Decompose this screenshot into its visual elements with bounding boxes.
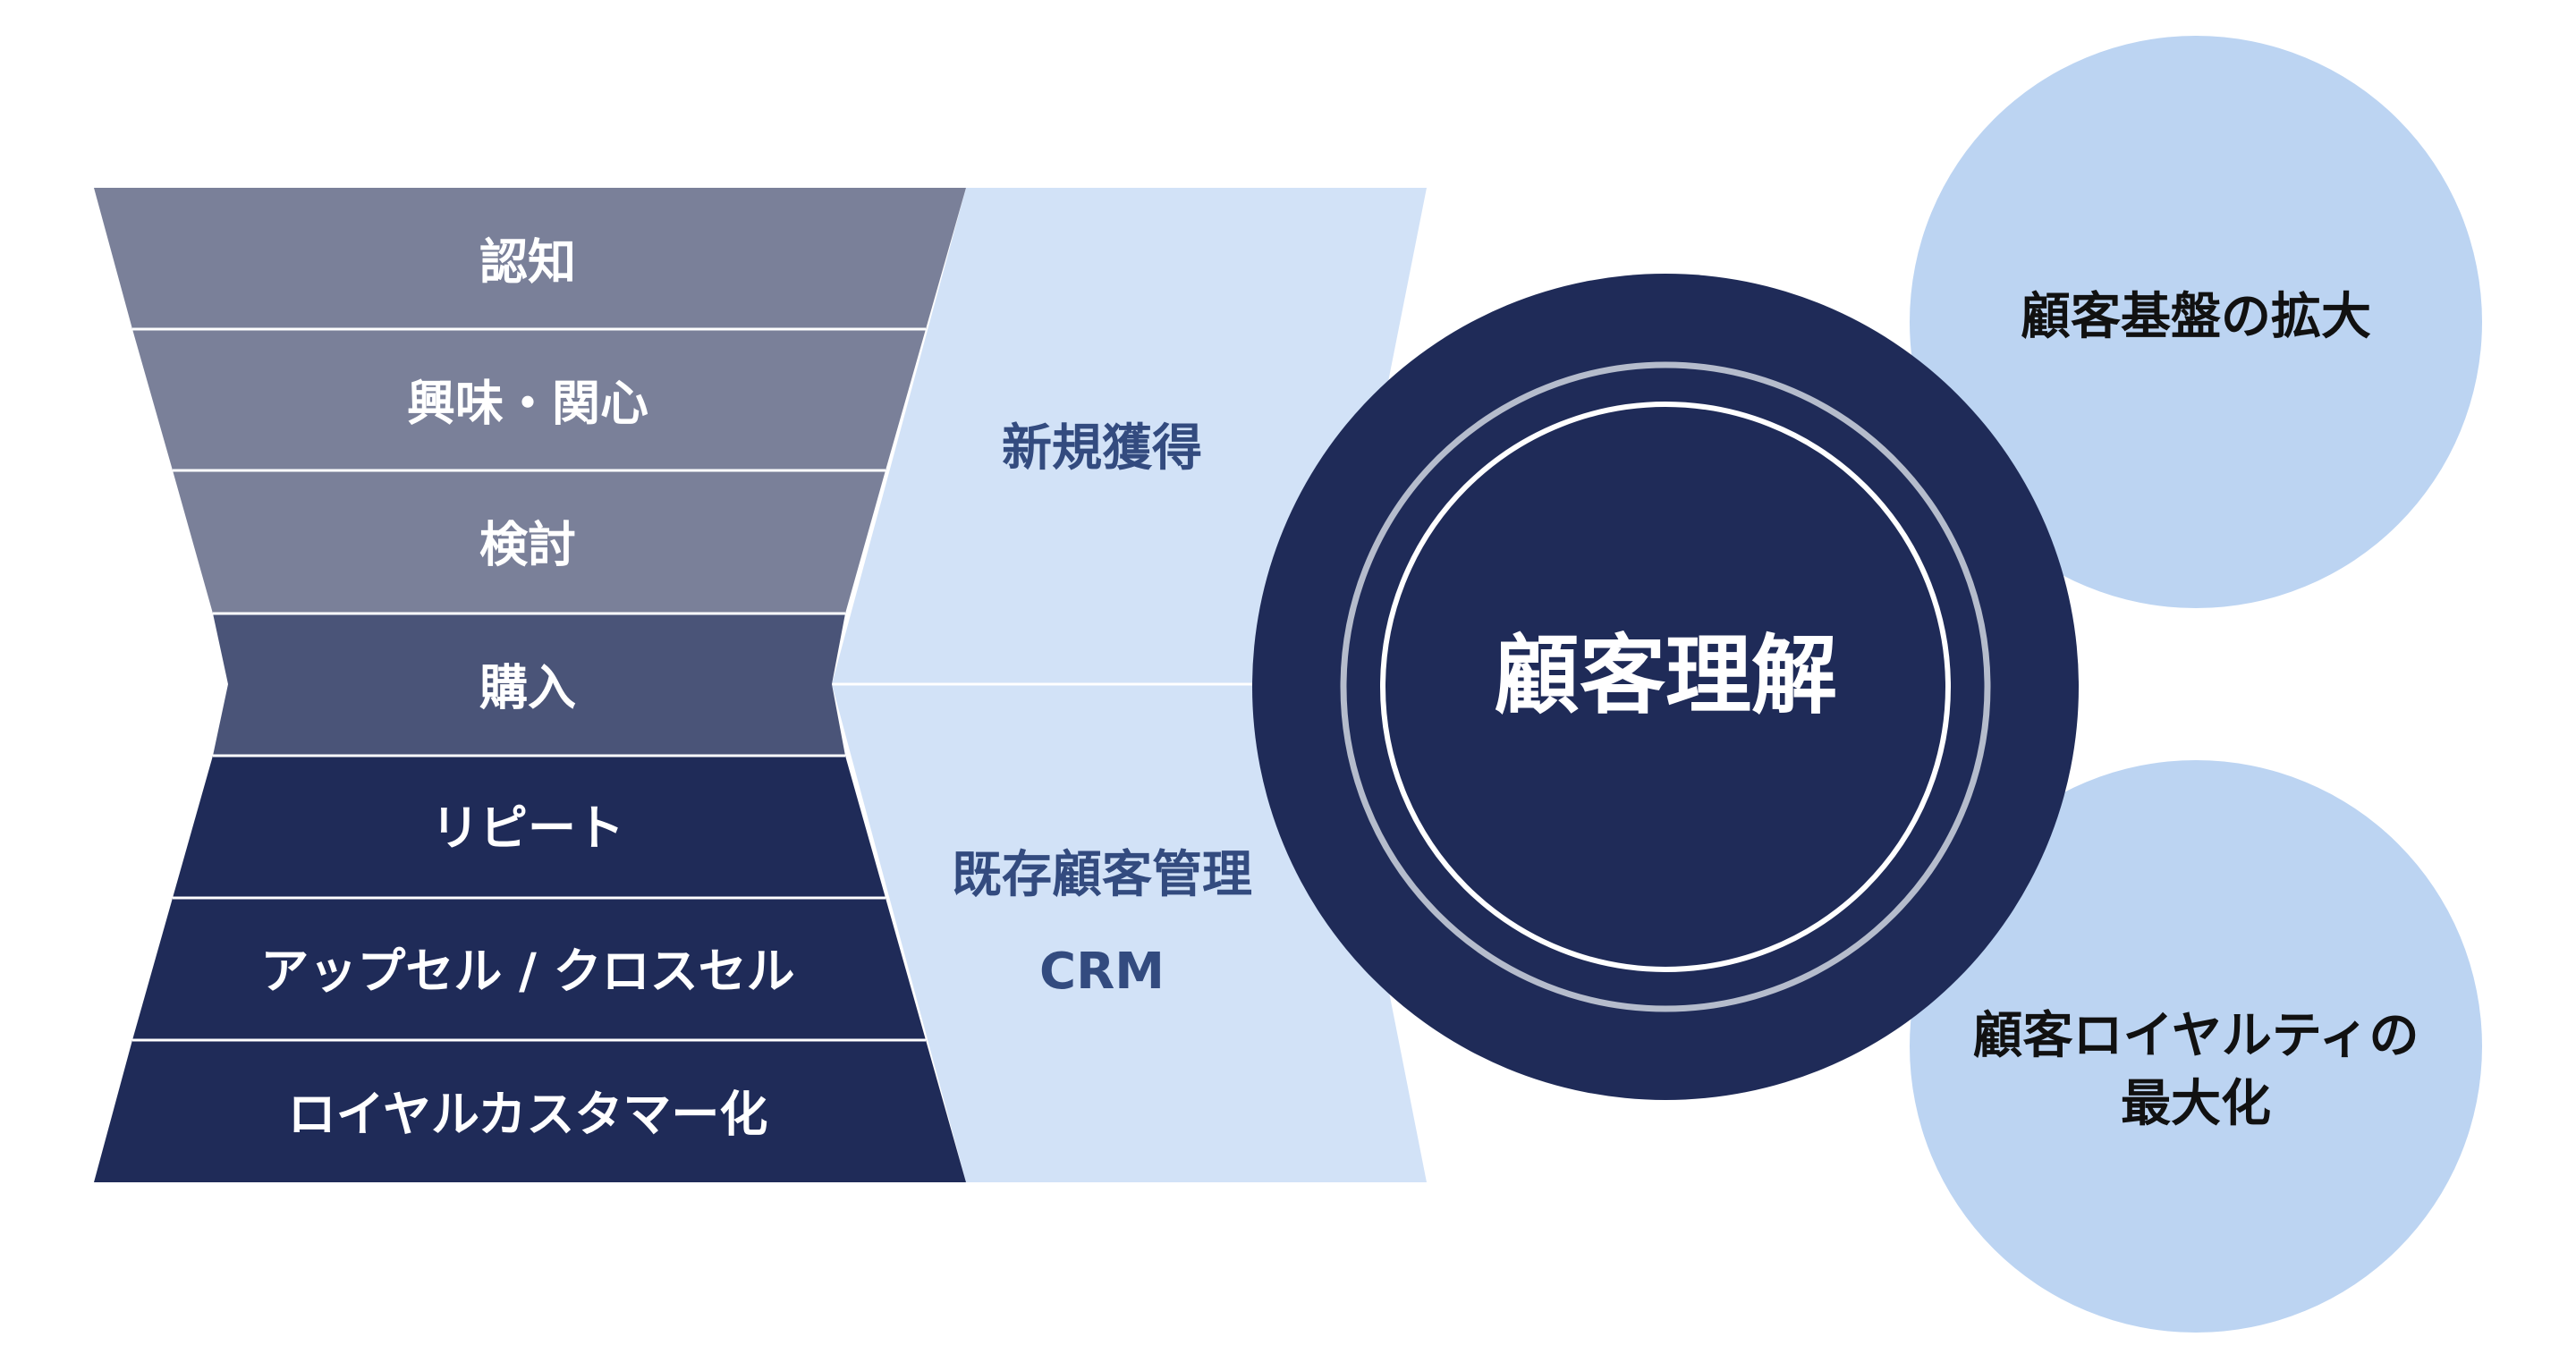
funnel-separators (132, 327, 926, 1042)
funnel-stage-consideration (173, 470, 886, 614)
stage-label-interest: 興味・関心 (407, 376, 648, 432)
center-circle (1252, 274, 2079, 1100)
phase-label-crm: CRM (1039, 943, 1165, 1001)
center-ring-outer (1340, 361, 1991, 1012)
funnel-stage-loyalty (94, 1040, 966, 1182)
goal-label-loyalty-line1: 顧客ロイヤルティの (1973, 1007, 2419, 1065)
funnel-stage-purchase (213, 614, 845, 756)
stage-label-consideration: 検討 (479, 517, 576, 573)
stage-label-purchase: 購入 (479, 660, 576, 716)
goal-label-loyalty-line2: 最大化 (2121, 1075, 2271, 1133)
funnel-stage-awareness (94, 188, 966, 329)
stage-label-upsell: アップセル / クロスセル (260, 944, 794, 1000)
center-label: 顧客理解 (1494, 625, 1837, 725)
goal-circle-loyalty (1910, 760, 2482, 1333)
center-ring-inner (1380, 402, 1951, 972)
goal-label-expansion: 顧客基盤の拡大 (2021, 288, 2371, 346)
phase-label-acquisition: 新規獲得 (1002, 419, 1202, 478)
stage-label-repeat: リピート (431, 800, 624, 857)
goal-circle-expansion (1910, 36, 2482, 608)
funnel-stage-interest (132, 329, 926, 470)
stage-label-awareness: 認知 (479, 234, 576, 291)
phase-label-retention: 既存顧客管理 (952, 846, 1252, 904)
funnel-stage-upsell (132, 898, 926, 1040)
funnel-stage-repeat (173, 756, 886, 898)
stage-label-loyalty: ロイヤルカスタマー化 (288, 1087, 768, 1143)
